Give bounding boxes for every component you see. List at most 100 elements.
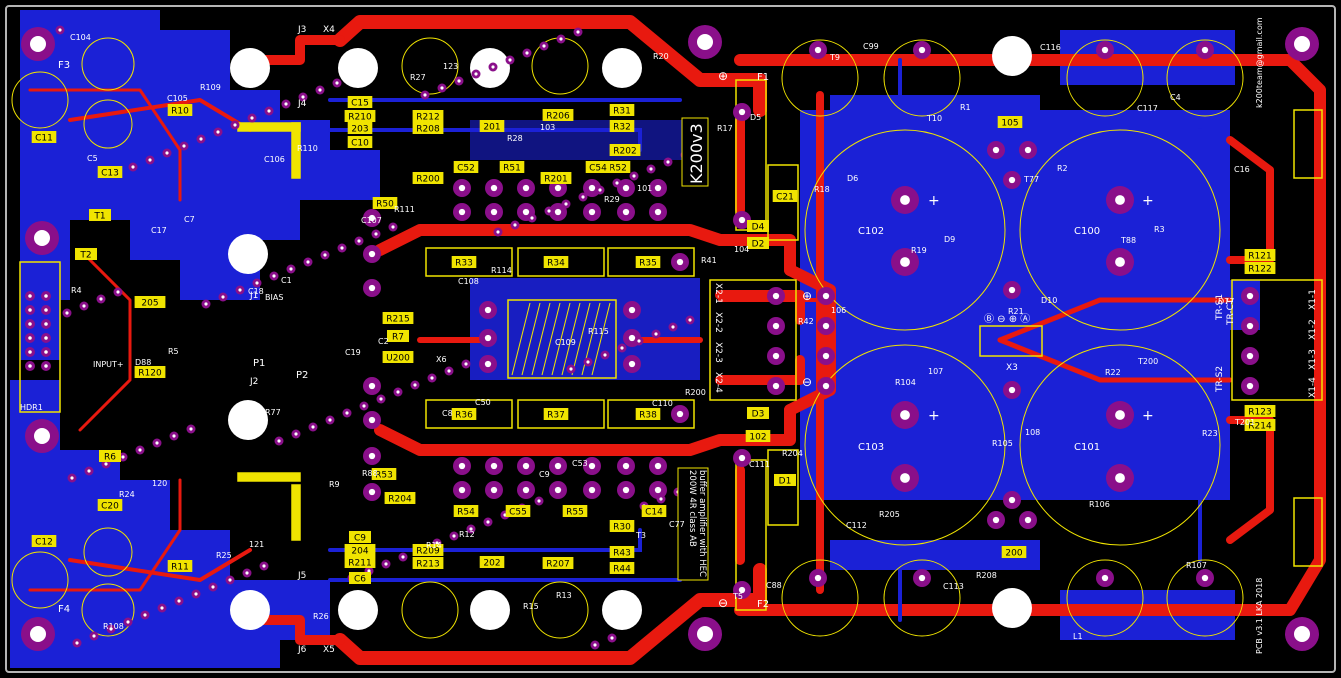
- designator-text: R12: [459, 530, 475, 539]
- value-tag: C13: [97, 166, 123, 179]
- pad-drill: [900, 195, 910, 205]
- designator-text: C77: [669, 520, 685, 529]
- circle-minus-symbol: ⊖: [718, 596, 728, 610]
- pad-drill: [649, 167, 653, 171]
- designator-text: R42: [798, 317, 814, 326]
- trimmer-p1: P1: [253, 358, 265, 369]
- pad-drill: [70, 476, 74, 480]
- value-tag-text: 203: [351, 125, 368, 135]
- pad-drill: [289, 267, 293, 271]
- pad-drill: [28, 350, 32, 354]
- designator-text: C108: [458, 277, 479, 286]
- pad-drill: [221, 295, 225, 299]
- pad-drill: [918, 46, 926, 54]
- value-tag-text: R51: [503, 164, 521, 174]
- value-tag: R200: [412, 172, 444, 185]
- designator-text: R8: [232, 419, 243, 428]
- pad-drill: [900, 473, 910, 483]
- designator-text: C7: [184, 215, 195, 224]
- pad-drill: [772, 322, 780, 330]
- pad-drill: [666, 160, 670, 164]
- connector-hdr1: HDR1: [20, 403, 43, 412]
- pad-drill: [490, 184, 498, 192]
- pad-drill: [131, 165, 135, 169]
- silkscreen-outlines: [19, 79, 1323, 611]
- pad-drill: [628, 306, 636, 314]
- pad-drill: [1115, 410, 1125, 420]
- pad-drill: [484, 306, 492, 314]
- pad-drill: [28, 336, 32, 340]
- pad-drill: [143, 613, 147, 617]
- value-tag: R11: [167, 560, 193, 573]
- designator-text: 120: [152, 479, 167, 488]
- pad-drill: [822, 382, 830, 390]
- pad-drill: [822, 352, 830, 360]
- pad-drill: [458, 462, 466, 470]
- pad-drill: [233, 123, 237, 127]
- designator-text: 121: [249, 540, 264, 549]
- pad-drill: [738, 454, 746, 462]
- value-tag-text: C52: [457, 164, 475, 174]
- pad-drill: [628, 360, 636, 368]
- heatsink-hole: [470, 590, 510, 630]
- mounting-hole-drill: [30, 36, 46, 52]
- value-tag: C14: [641, 505, 667, 518]
- designator-text: D6: [847, 174, 858, 183]
- pad-drill: [522, 462, 530, 470]
- value-tag: R38: [635, 408, 661, 421]
- mounting-hole-drill: [30, 626, 46, 642]
- x2-4-label: X2-4: [713, 372, 723, 393]
- value-tag-text: R30: [613, 523, 631, 533]
- designator-text: R200: [685, 388, 706, 397]
- pad-drill: [155, 441, 159, 445]
- designator-text: C116: [1040, 43, 1061, 52]
- pad-drill: [311, 425, 315, 429]
- designator-text: T3: [635, 531, 646, 540]
- pad-drill: [104, 462, 108, 466]
- value-tag: 102: [745, 430, 771, 443]
- value-tag: R215: [382, 312, 414, 325]
- designator-text: C9: [539, 470, 550, 479]
- pad-drill: [28, 294, 32, 298]
- designator-text: C16: [1234, 165, 1250, 174]
- pad-drill: [413, 383, 417, 387]
- capacitor-outline: [401, 37, 459, 95]
- designator-text: R208: [976, 571, 997, 580]
- value-tag-text: D2: [752, 240, 765, 250]
- pad-drill: [301, 95, 305, 99]
- value-tag-text: 201: [483, 123, 500, 133]
- pad-drill: [28, 364, 32, 368]
- pad-drill: [357, 239, 361, 243]
- pad-drill: [457, 79, 461, 83]
- designator-text: R20: [653, 52, 669, 61]
- pad-drill: [368, 284, 376, 292]
- pad-drill: [814, 574, 822, 582]
- x1-1-label: X1-1: [1308, 289, 1318, 310]
- fuse-f4: F4: [58, 604, 70, 615]
- value-tag-text: C10: [351, 139, 369, 149]
- value-tag: R31: [609, 104, 635, 117]
- pad-drill: [593, 643, 597, 647]
- pad-drill: [423, 93, 427, 97]
- capacitor-outline: [1066, 39, 1144, 117]
- designator-text: R17: [717, 124, 733, 133]
- value-tag-text: C15: [351, 99, 369, 109]
- designator-text: R27: [410, 73, 426, 82]
- value-tag-text: C55: [509, 508, 527, 518]
- pad-drill: [484, 334, 492, 342]
- value-tag: R55: [562, 505, 588, 518]
- pad-drill: [530, 216, 534, 220]
- pad-drill: [440, 86, 444, 90]
- designator-text: L1: [1073, 632, 1083, 641]
- value-tag: R32: [609, 120, 635, 133]
- pad-drill: [368, 382, 376, 390]
- pad-drill: [1115, 473, 1125, 483]
- value-tag-text: R122: [1248, 265, 1271, 275]
- value-tag: R30: [609, 520, 635, 533]
- pad-drill: [121, 455, 125, 459]
- pad-drill: [391, 225, 395, 229]
- connector-x5: X5: [323, 645, 335, 655]
- value-tag-text: D4: [752, 223, 765, 233]
- pad-drill: [581, 195, 585, 199]
- board-title: K200v3: [687, 123, 706, 184]
